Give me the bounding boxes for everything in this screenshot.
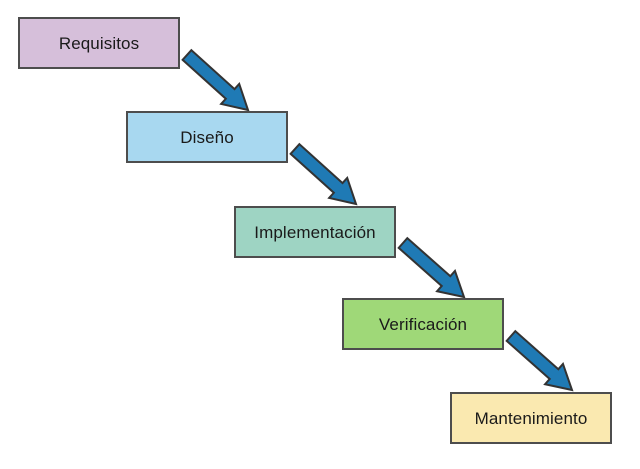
phase-box-diseno[interactable]: Diseño [126, 111, 288, 163]
arrow-requisitos-to-diseno [181, 48, 250, 112]
phase-box-verificacion[interactable]: Verificación [342, 298, 504, 350]
phase-label-implementacion: Implementación [254, 222, 376, 242]
phase-label-verificacion: Verificación [378, 314, 468, 334]
phase-label-requisitos: Requisitos [58, 33, 140, 53]
phase-box-mantenimiento[interactable]: Mantenimiento [450, 392, 612, 444]
phase-box-implementacion[interactable]: Implementación [234, 206, 396, 258]
phase-label-mantenimiento: Mantenimiento [474, 408, 588, 428]
phase-label-diseno: Diseño [180, 127, 234, 147]
arrow-verificacion-to-mantenimiento [505, 329, 574, 392]
arrow-implementacion-to-verificacion [397, 236, 466, 299]
arrow-diseno-to-implementacion [289, 142, 358, 206]
phase-box-requisitos[interactable]: Requisitos [18, 17, 180, 69]
